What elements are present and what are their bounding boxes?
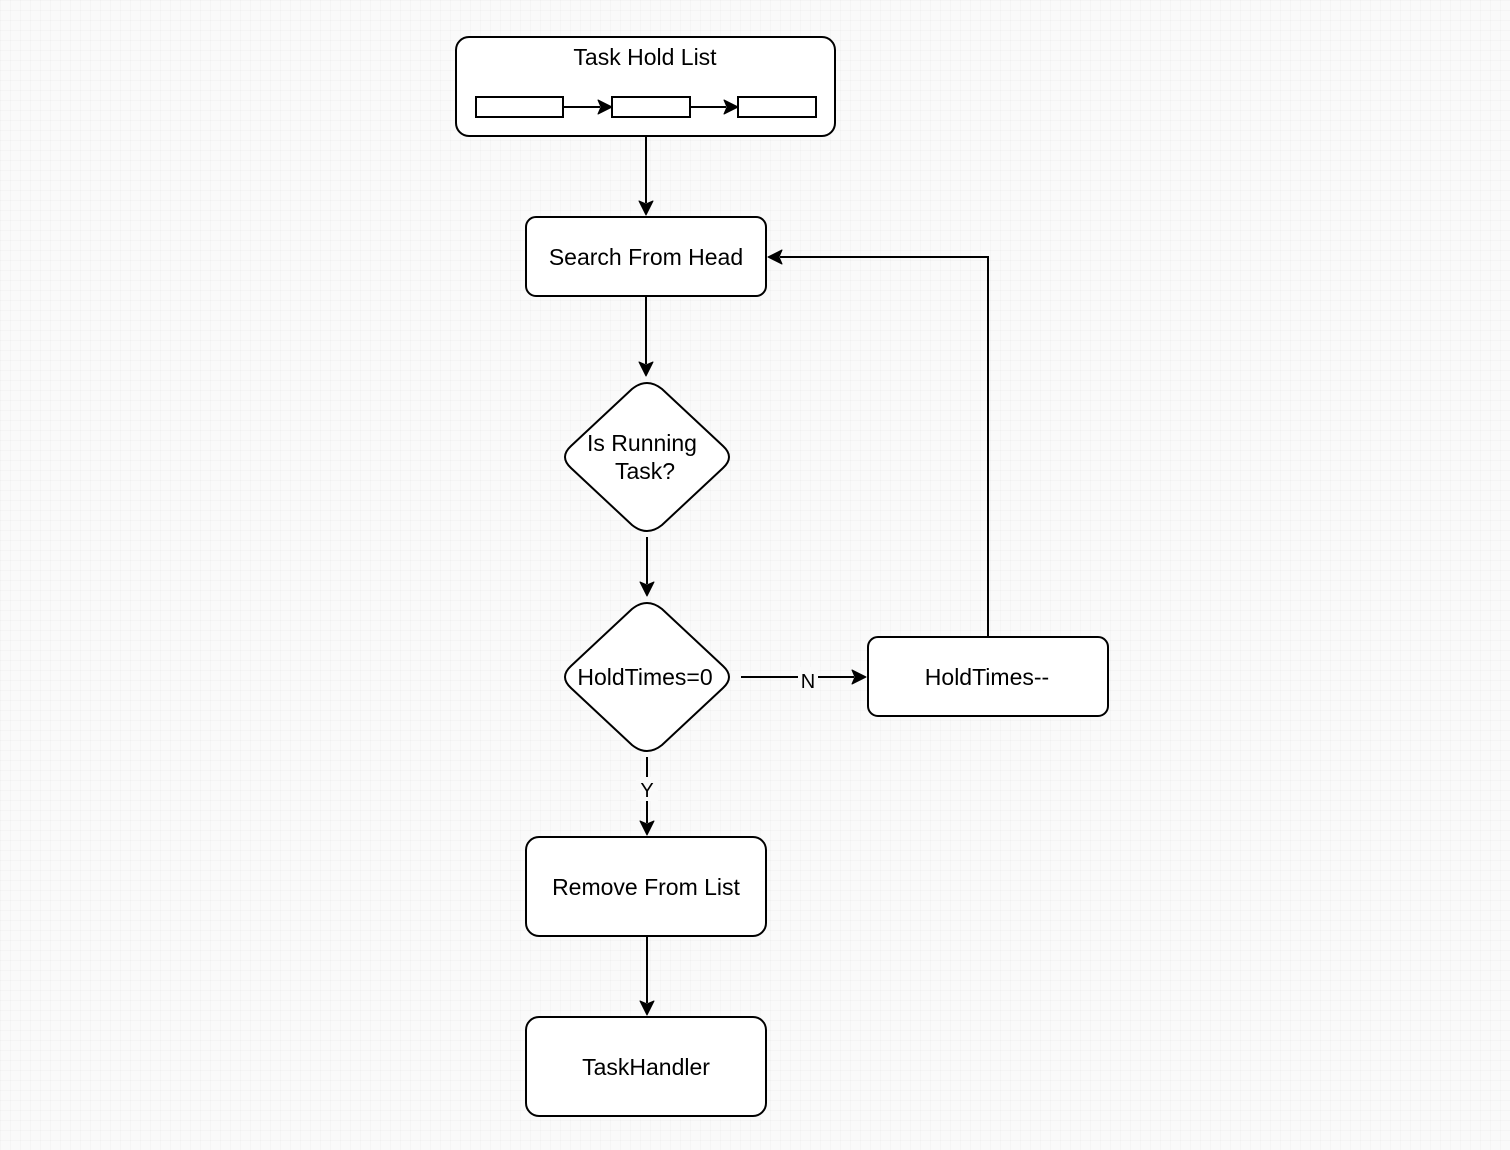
edge-remove-to-handler [639,936,655,1016]
edge-decrement-to-search-arrowhead [767,249,783,265]
node-hold-times-zero[interactable]: HoldTimes=0 [564,602,730,752]
edge-running-to-holdzero [639,537,655,597]
edge-remove-to-handler-arrowhead [639,1000,655,1016]
node-search-from-head-label: Search From Head [549,244,743,270]
node-task-hold-list[interactable]: Task Hold List [455,36,836,137]
list-element-3 [737,96,817,118]
node-is-running-task-label-line1: Is Running [587,430,697,456]
edge-holdzero-to-decrement: N [741,667,867,693]
node-search-from-head[interactable]: Search From Head [525,216,767,297]
node-is-running-task-label-line2: Task? [615,458,675,484]
edge-holdzero-to-remove-arrowhead [639,820,655,836]
edge-label-no: N [801,671,815,693]
edge-search-to-running-arrowhead [638,361,654,377]
node-hold-times-zero-label: HoldTimes=0 [577,664,712,690]
node-remove-from-list-label: Remove From List [552,874,740,900]
node-hold-times-decrement-label: HoldTimes-- [925,664,1049,690]
edge-search-to-running [638,296,654,377]
node-task-hold-list-label: Task Hold List [573,44,717,70]
edge-decrement-to-search [767,249,989,637]
node-task-handler-label: TaskHandler [582,1054,710,1080]
edge-holdzero-to-remove: Y [636,757,658,836]
node-hold-times-decrement[interactable]: HoldTimes-- [867,636,1109,717]
list-link-2-3-arrowhead [723,99,739,115]
node-is-running-task[interactable]: Is Running Task? [564,382,730,532]
edge-list-to-search [638,136,654,216]
list-element-2 [611,96,691,118]
list-element-1 [475,96,564,118]
node-task-handler[interactable]: TaskHandler [525,1016,767,1117]
edge-list-to-search-arrowhead [638,200,654,216]
edge-label-yes: Y [640,780,653,802]
node-remove-from-list[interactable]: Remove From List [525,836,767,937]
edge-running-to-holdzero-arrowhead [639,581,655,597]
edge-holdzero-to-decrement-arrowhead [851,669,867,685]
list-link-1-2-arrowhead [597,99,613,115]
